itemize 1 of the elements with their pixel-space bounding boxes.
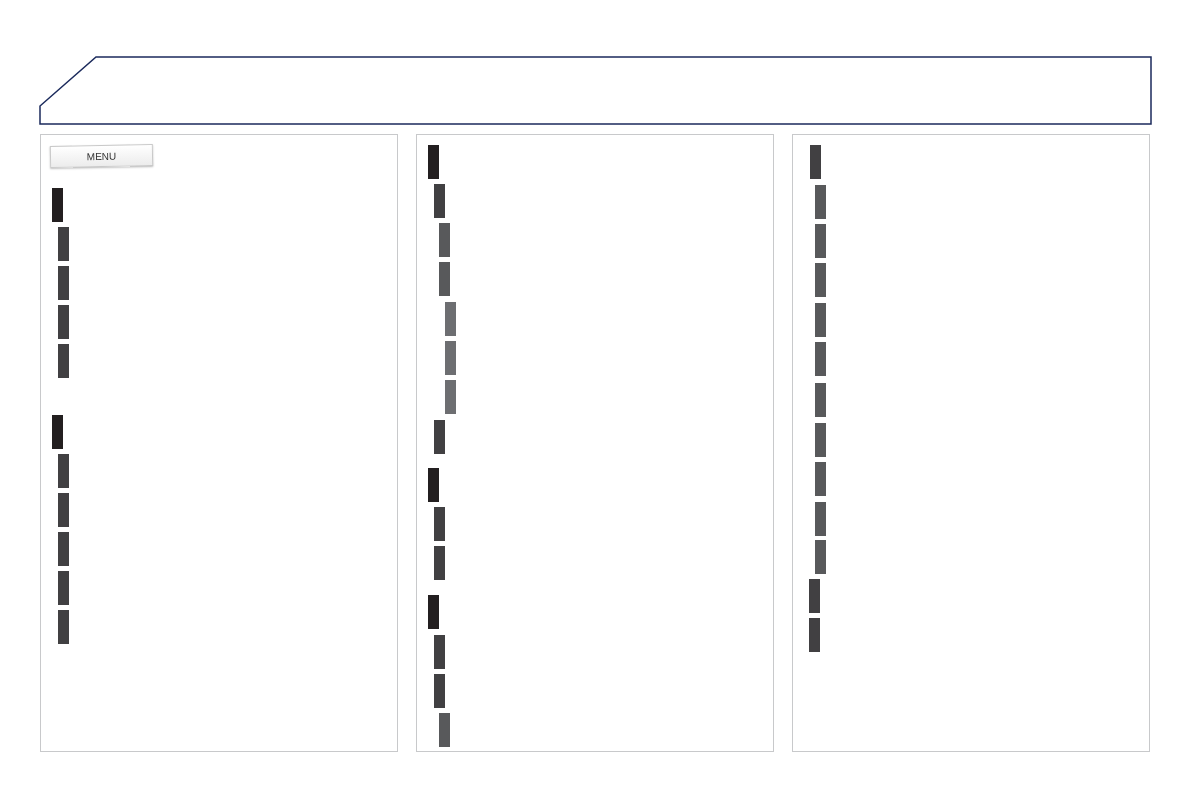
menu-key: MENU [49, 144, 154, 168]
